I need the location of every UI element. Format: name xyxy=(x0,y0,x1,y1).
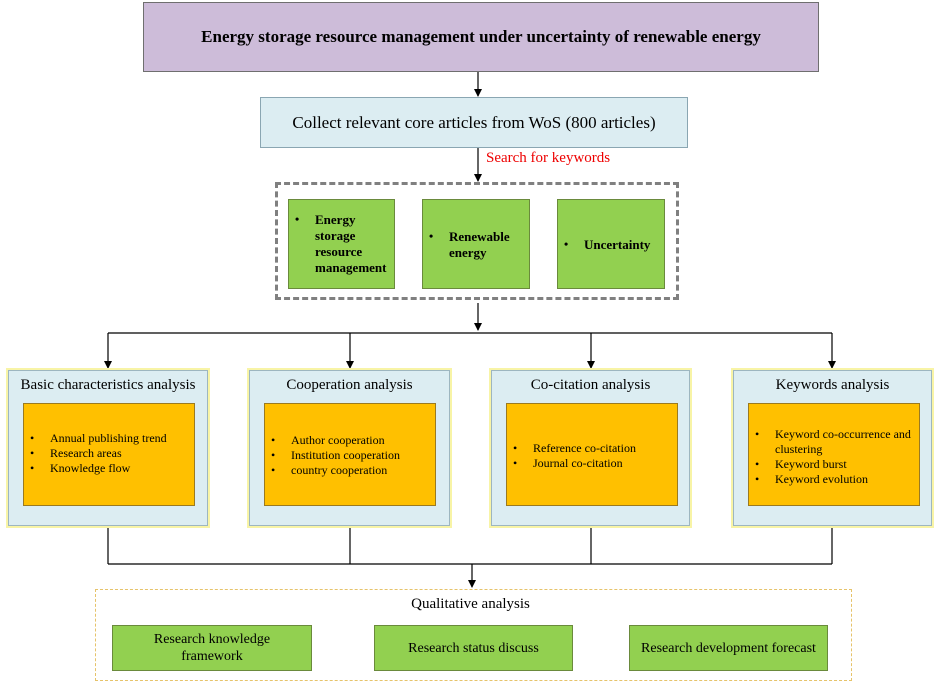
analysis-item: Author cooperation xyxy=(271,433,431,448)
panel-basic-characteristics: Basic characteristics analysis Annual pu… xyxy=(8,370,208,526)
panel-cooperation: Cooperation analysis Author cooperation … xyxy=(249,370,450,526)
analysis-item: Institution cooperation xyxy=(271,448,431,463)
qualitative-group xyxy=(95,589,852,681)
keyword-line: management xyxy=(315,260,387,275)
analysis-item: Knowledge flow xyxy=(30,461,190,476)
analysis-item: Keyword burst xyxy=(755,457,915,472)
qualitative-box-framework: Research knowledge framework xyxy=(112,625,312,671)
analysis-item: Keyword evolution xyxy=(755,472,915,487)
qualitative-box-forecast: Research development forecast xyxy=(629,625,828,671)
keyword-line: resource xyxy=(315,244,363,259)
panel-title: Keywords analysis xyxy=(775,377,890,393)
search-keywords-label: Search for keywords xyxy=(486,150,611,166)
keyword-line: Energy xyxy=(315,212,356,227)
qualitative-line: Research knowledge xyxy=(153,632,271,647)
qualitative-box-status: Research status discuss xyxy=(374,625,573,671)
title-text: Energy storage resource management under… xyxy=(201,27,761,46)
bullet-icon: • xyxy=(564,237,569,251)
panel-title: Basic characteristics analysis xyxy=(20,377,196,393)
panel-title: Co-citation analysis xyxy=(530,377,651,393)
analysis-item: Annual publishing trend xyxy=(30,431,190,446)
bullet-icon: • xyxy=(295,212,300,226)
keyword-box-renewable-energy: • Renewable energy xyxy=(422,199,530,289)
keyword-line: Uncertainty xyxy=(584,237,651,252)
analysis-item: Research areas xyxy=(30,446,190,461)
collect-text: Collect relevant core articles from WoS … xyxy=(292,112,656,132)
bullet-icon: • xyxy=(429,229,434,243)
qualitative-line: Research development forecast xyxy=(641,640,816,656)
qualitative-line: Research status discuss xyxy=(408,640,539,656)
keyword-box-uncertainty: • Uncertainty xyxy=(557,199,665,289)
analysis-item: Reference co-citation xyxy=(513,441,673,456)
keywords-group xyxy=(275,182,679,300)
analysis-item: country cooperation xyxy=(271,463,431,478)
qualitative-line: framework xyxy=(181,649,243,664)
panel-keywords: Keywords analysis Keyword co-occurrence … xyxy=(733,370,932,526)
title-box: Energy storage resource management under… xyxy=(143,2,819,72)
keyword-box-energy-storage: • Energy storage resource management xyxy=(288,199,395,289)
analysis-items-box: Author cooperation Institution cooperati… xyxy=(264,403,436,506)
collect-articles-box: Collect relevant core articles from WoS … xyxy=(260,97,688,148)
keyword-line: storage xyxy=(315,228,356,243)
qualitative-title: Qualitative analysis xyxy=(411,596,530,612)
analysis-item: Journal co-citation xyxy=(513,456,673,471)
keyword-line: energy xyxy=(449,245,487,260)
panel-co-citation: Co-citation analysis Reference co-citati… xyxy=(491,370,690,526)
analysis-item: Keyword co-occurrence and clustering xyxy=(755,427,915,457)
analysis-items-box: Reference co-citation Journal co-citatio… xyxy=(506,403,678,506)
analysis-items-box: Keyword co-occurrence and clustering Key… xyxy=(748,403,920,506)
panel-title: Cooperation analysis xyxy=(286,377,413,393)
analysis-items-box: Annual publishing trend Research areas K… xyxy=(23,403,195,506)
keyword-line: Renewable xyxy=(449,229,510,244)
